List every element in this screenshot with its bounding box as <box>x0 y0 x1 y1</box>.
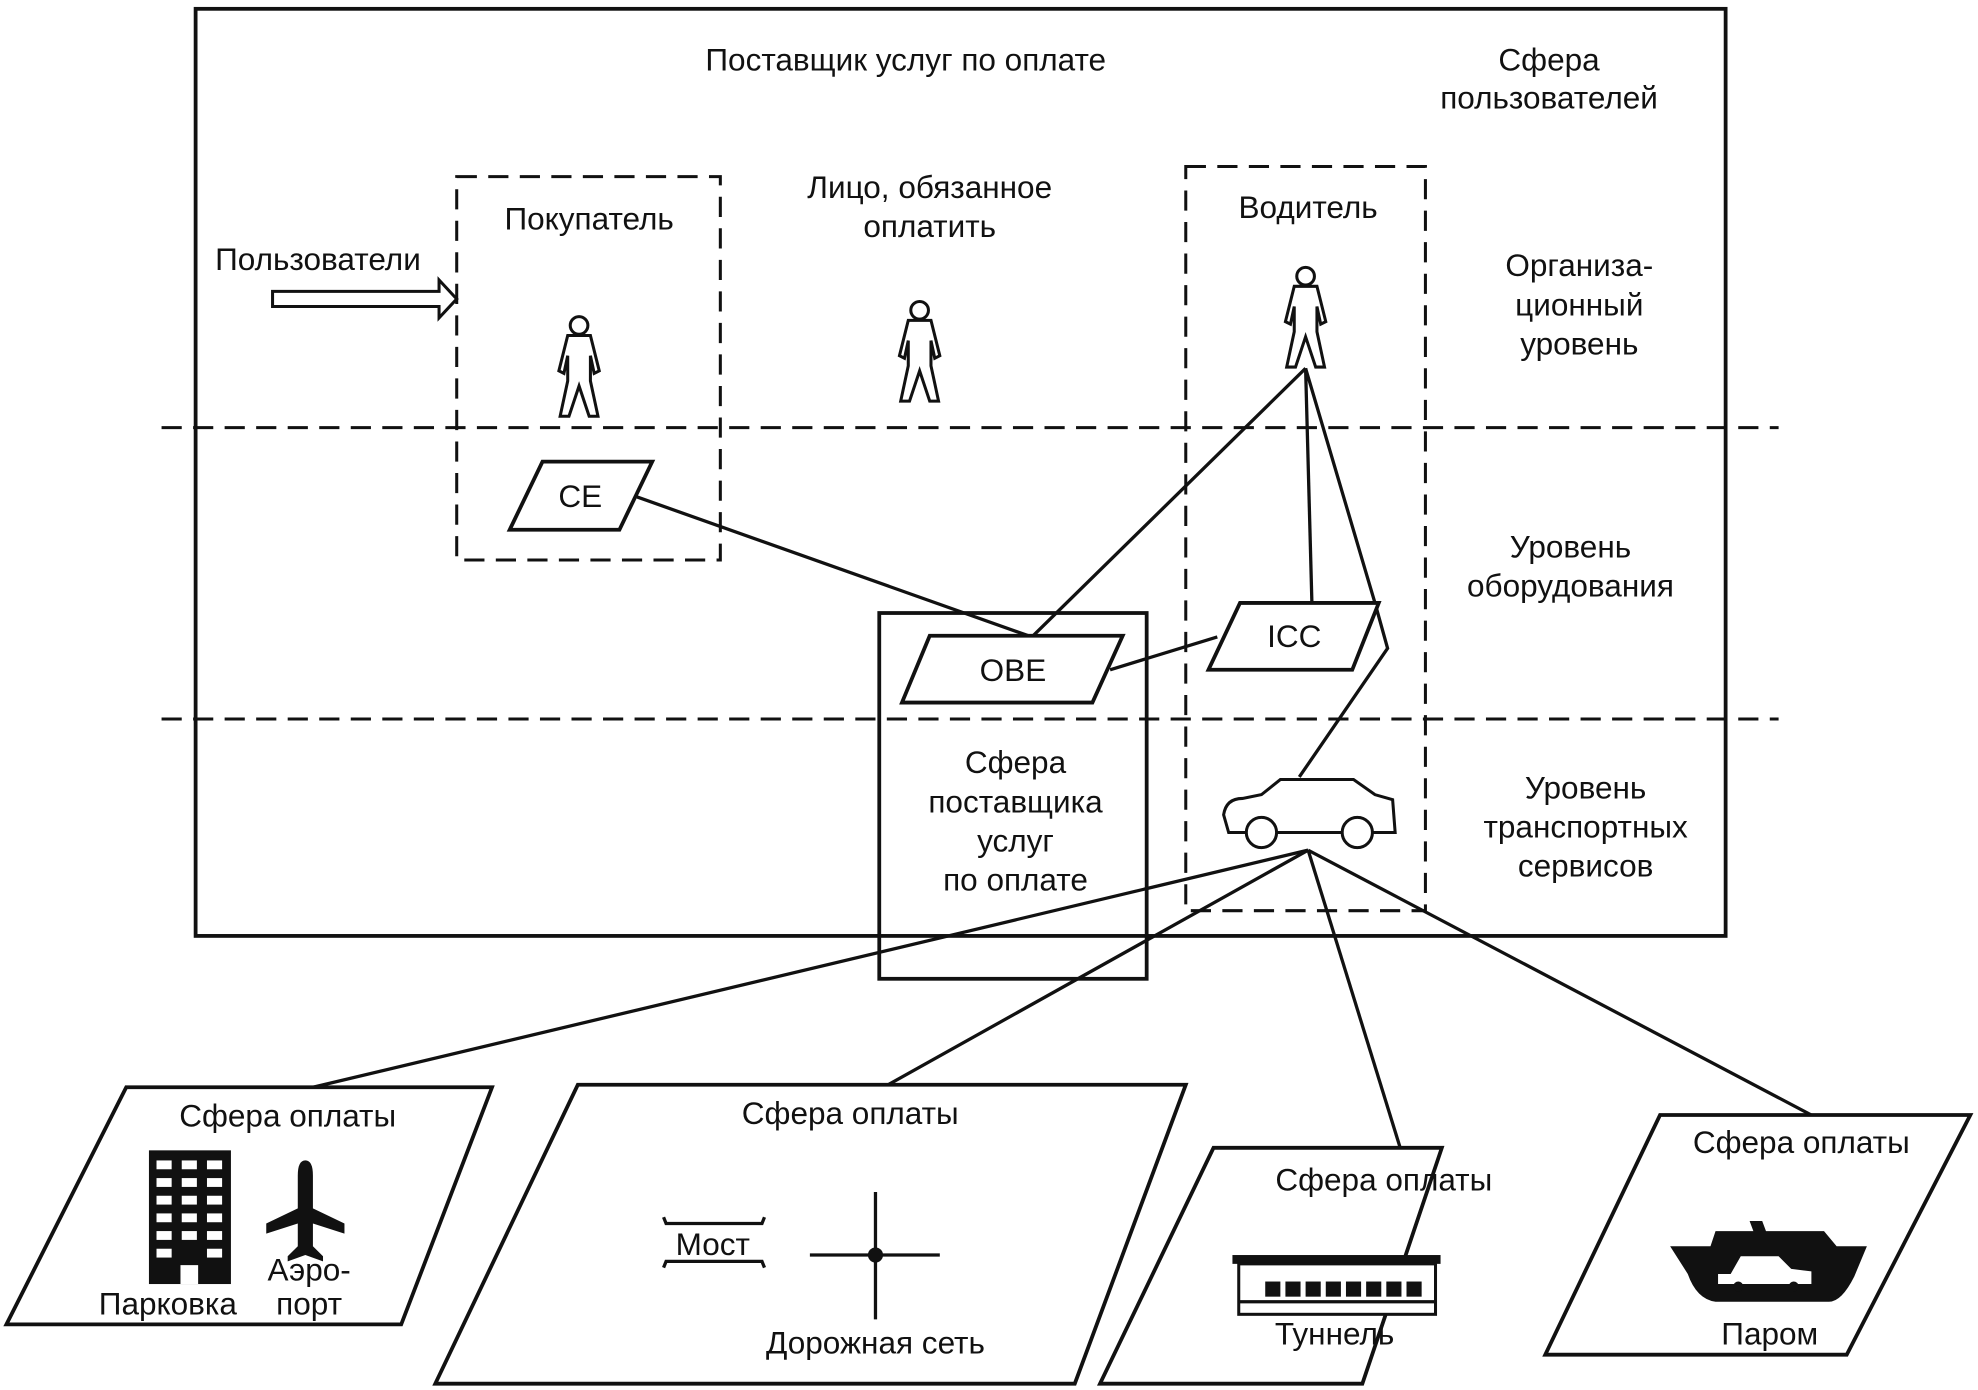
level-organizational-3: уровень <box>1520 325 1638 361</box>
payment-area-title: Сфера оплаты <box>1275 1162 1492 1198</box>
user-sphere-frame <box>193 6 1728 938</box>
payer-label-2: оплатить <box>863 208 996 244</box>
provider-sphere-label-1: Сфера <box>965 744 1067 780</box>
provider-sphere-label-2: поставщика <box>928 783 1103 819</box>
payer-person-icon <box>897 299 942 403</box>
line-driver-icc <box>1303 368 1314 603</box>
provider-sphere-label-4: по оплате <box>943 862 1088 898</box>
diagram-title: Поставщик услуг по оплате <box>705 42 1106 78</box>
payment-area-title: Сфера оплаты <box>179 1097 396 1133</box>
line-car-area3 <box>1306 849 1402 1149</box>
line-obe-icc <box>1109 635 1218 672</box>
driver-label: Водитель <box>1239 189 1378 225</box>
users-sphere-label-2: пользователей <box>1440 79 1658 115</box>
buyer-box <box>455 175 722 562</box>
tunnel-label: Туннель <box>1275 1316 1394 1352</box>
buyer-label: Покупатель <box>504 201 673 237</box>
payment-area-title: Сфера оплаты <box>742 1095 959 1131</box>
line-ce-obe <box>636 495 1033 639</box>
airport-label-1: Аэро- <box>267 1251 350 1287</box>
bridge-label: Мост <box>676 1226 750 1262</box>
line-driver-car <box>1297 367 1390 778</box>
icc-device: ICC <box>1205 601 1382 672</box>
payment-area-title: Сфера оплаты <box>1693 1124 1910 1160</box>
level-transport-3: сервисов <box>1518 848 1654 884</box>
airport-label-2: порт <box>276 1285 342 1321</box>
line-car-area1 <box>312 848 1309 1089</box>
level-organizational-2: ционный <box>1515 286 1643 322</box>
ce-label: CE <box>558 478 602 514</box>
line-car-area2 <box>887 848 1309 1087</box>
payment-area-road: Сфера оплаты Мост Дорожная сеть <box>432 1082 1189 1386</box>
car-icon <box>1222 777 1397 850</box>
tunnel-icon <box>1232 1255 1441 1316</box>
connections <box>312 367 1813 1149</box>
buyer-person-icon <box>557 315 601 418</box>
ferry-label: Паром <box>1721 1316 1818 1352</box>
users-arrow-label: Пользователи <box>215 241 421 277</box>
bridge-icon <box>662 1216 767 1269</box>
icc-label: ICC <box>1267 618 1321 654</box>
payer-label-1: Лицо, обязанное <box>807 169 1052 205</box>
building-icon <box>148 1150 231 1285</box>
payment-area-ferry: Сфера оплаты Паром <box>1542 1113 1974 1357</box>
level-organizational-1: Организа- <box>1505 247 1653 283</box>
users-sphere-label-1: Сфера <box>1498 42 1600 78</box>
ferry-icon <box>1670 1220 1867 1302</box>
payment-area-parking: Сфера оплаты Парковка Аэро- порт <box>3 1085 495 1327</box>
payment-area-tunnel: Сфера оплаты Туннель <box>1096 1145 1492 1386</box>
level-transport-2: транспортных <box>1483 809 1688 845</box>
users-arrow-icon <box>271 276 459 322</box>
obe-label: OBE <box>980 652 1047 688</box>
level-equipment-2: оборудования <box>1467 568 1674 604</box>
road-network-icon <box>809 1191 940 1320</box>
parking-label: Парковка <box>99 1285 238 1321</box>
driver-box <box>1184 164 1427 913</box>
line-driver-obe <box>1030 367 1307 639</box>
airplane-icon <box>266 1160 345 1262</box>
provider-sphere-box <box>877 611 1149 981</box>
line-car-area4 <box>1307 848 1813 1117</box>
driver-person-icon <box>1283 265 1328 369</box>
level-transport-1: Уровень <box>1525 769 1646 805</box>
ce-device: CE <box>506 459 656 532</box>
provider-sphere-label-3: услуг <box>977 822 1054 858</box>
obe-device: OBE <box>899 633 1126 705</box>
level-equipment-1: Уровень <box>1510 529 1631 565</box>
road-network-label: Дорожная сеть <box>766 1324 985 1360</box>
